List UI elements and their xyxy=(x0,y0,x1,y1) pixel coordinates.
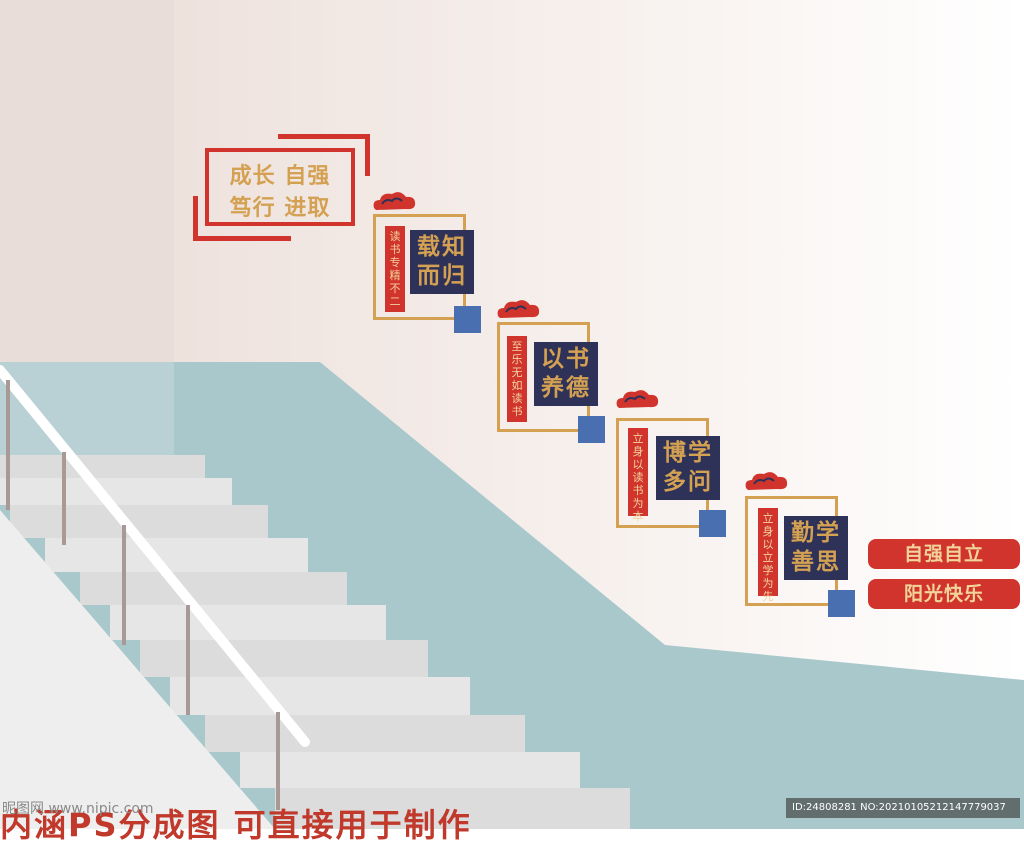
panel-blue-square xyxy=(578,416,605,443)
auspicious-cloud-icon xyxy=(373,192,416,210)
panel-blue-square xyxy=(699,510,726,537)
auspicious-cloud-icon xyxy=(745,472,788,490)
left-wall xyxy=(0,0,174,362)
panel-blue-square xyxy=(828,590,855,617)
panel-motto-line-1: 博学 xyxy=(663,440,713,466)
handrail xyxy=(0,365,310,810)
panel-motto-line-2: 善思 xyxy=(791,549,841,575)
panel-motto-box: 载知 而归 xyxy=(410,230,474,294)
title-frame-corner-top xyxy=(278,134,370,176)
panel-motto-box: 博学 多问 xyxy=(656,436,720,500)
panel-motto-line-2: 而归 xyxy=(417,263,467,289)
title-line-2: 笃行 进取 xyxy=(229,196,331,221)
panel-vertical-text: 立身以立学为先 xyxy=(758,508,778,603)
title-frame-corner-bottom xyxy=(193,196,291,241)
title-frame xyxy=(205,148,355,226)
panel-vertical-text: 立身以读书为本 xyxy=(628,428,648,523)
slogan-badge: 自强自立 xyxy=(868,539,1020,569)
auspicious-cloud-icon xyxy=(497,300,540,318)
panel-motto-box: 以书 养德 xyxy=(534,342,598,406)
panel-motto-line-2: 多问 xyxy=(663,469,713,495)
watermark-id: ID:24808281 NO:20210105212147779037 xyxy=(786,798,1020,818)
panel-motto-line-1: 载知 xyxy=(417,234,467,260)
panel-motto-box: 勤学 善思 xyxy=(784,516,848,580)
panel-motto-line-1: 以书 xyxy=(541,346,591,372)
upper-landing xyxy=(0,362,174,470)
title-line-1: 成长 自强 xyxy=(229,164,331,189)
watermark-site: 昵图网 www.nipic.com xyxy=(2,801,154,817)
panel-vertical-text: 读书专精不二 xyxy=(385,226,405,312)
slogan-badge: 阳光快乐 xyxy=(868,579,1020,609)
panel-blue-square xyxy=(454,306,481,333)
stairwell-scene xyxy=(0,0,1024,829)
auspicious-cloud-icon xyxy=(616,390,659,408)
panel-motto-line-1: 勤学 xyxy=(791,520,841,546)
panel-vertical-text: 至乐无如读书 xyxy=(507,336,527,422)
panel-motto-line-2: 养德 xyxy=(541,375,591,401)
